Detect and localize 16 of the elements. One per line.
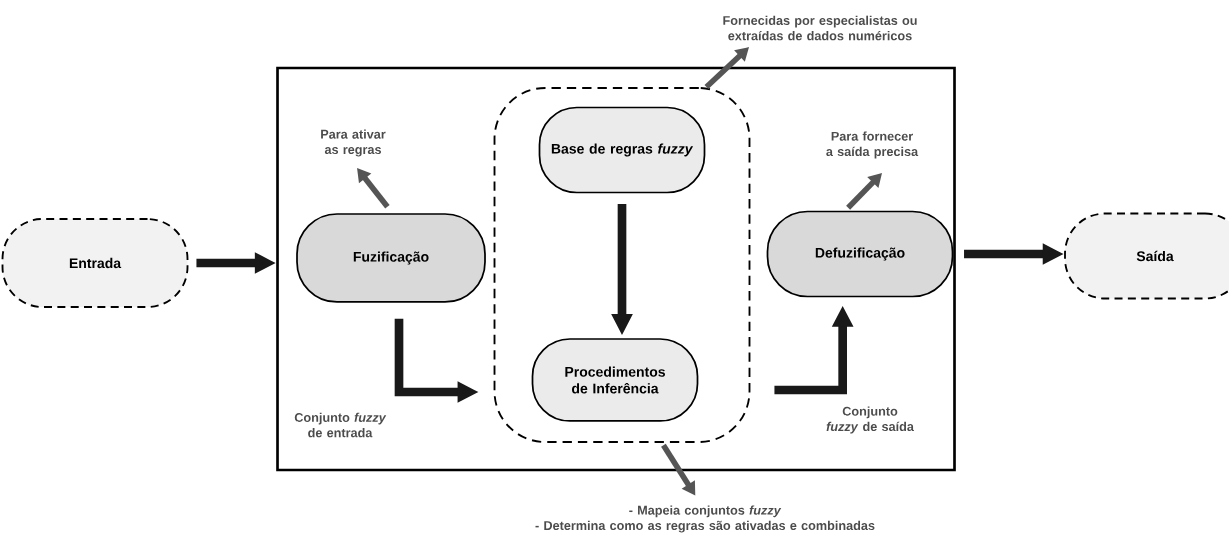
- edge-label: Conjunto fuzzy de saída: [826, 406, 914, 434]
- terminator-box: Saída: [1064, 212, 1229, 300]
- annotation-text: Para fornecer a saída precisa: [826, 131, 919, 159]
- rounded-box: Base de regras fuzzy: [538, 106, 706, 194]
- annotation-text: - Mapeia conjuntos fuzzy - Determina como as regras são ativadas e combinadas: [535, 505, 875, 533]
- process-box: Defuzificação: [766, 210, 954, 298]
- terminator-box: Entrada: [1, 218, 189, 308]
- arrow: [846, 173, 882, 210]
- process-box: Fuzificação: [296, 213, 486, 303]
- edge-label: Conjunto fuzzy de entrada: [294, 412, 387, 438]
- dashed-region: [493, 87, 751, 443]
- annotation-text: Fornecidas por especialistas ou extraídas de dados numéricos: [723, 15, 917, 41]
- arrow: [357, 168, 390, 209]
- annotation-text: Para ativar as regras: [321, 129, 386, 157]
- rounded-box: Procedimentos de Inferência: [531, 338, 699, 422]
- system-frame: [276, 66, 956, 472]
